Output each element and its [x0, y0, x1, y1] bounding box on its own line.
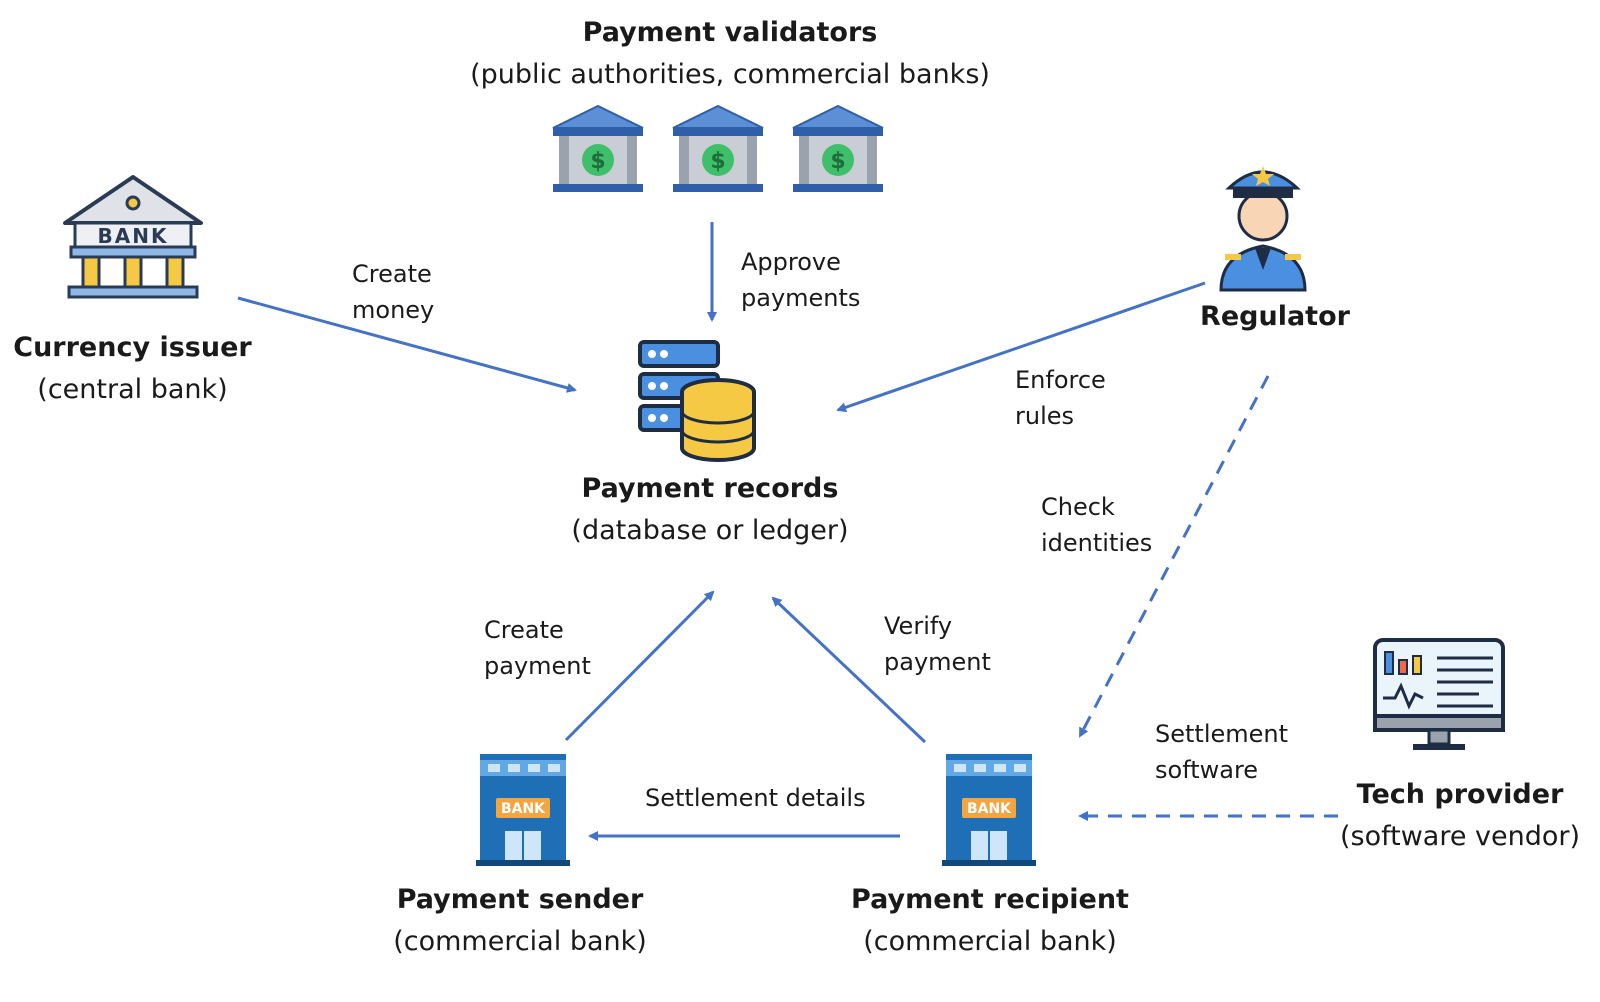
- validator-bank-icon-1: $: [552, 104, 644, 192]
- validators-label: Payment validators (public authorities, …: [430, 12, 1030, 96]
- records-title: Payment records: [581, 473, 839, 504]
- tech-label: Tech provider (software vendor): [1320, 774, 1600, 858]
- sender-title: Payment sender: [396, 884, 644, 915]
- recipient-title: Payment recipient: [851, 884, 1129, 915]
- svg-text:$: $: [590, 149, 605, 174]
- arrow-verify-payment: [771, 596, 927, 744]
- sender-bank-branch-icon: BANK: [476, 754, 570, 866]
- arrow-enforce-rules: [836, 281, 1206, 413]
- recipient-bank-branch-icon: BANK: [942, 754, 1036, 866]
- label-verify-payment: Verify payment: [884, 612, 991, 676]
- validator-bank-icon-3: $: [792, 104, 884, 192]
- arrow-create-money: [237, 296, 577, 393]
- sender-label: Payment sender (commercial bank): [370, 879, 670, 963]
- bank-building-icon: BANK: [63, 175, 203, 299]
- label-enforce-rules: Enforce rules: [1015, 366, 1113, 430]
- svg-text:BANK: BANK: [501, 801, 546, 817]
- label-settlement-software: Settlement software: [1155, 720, 1296, 784]
- arrow-create-payment: [564, 590, 715, 742]
- sender-subtitle: (commercial bank): [393, 926, 647, 957]
- tech-title: Tech provider: [1356, 779, 1564, 810]
- svg-text:BANK: BANK: [98, 224, 169, 248]
- label-create-money: Create money: [352, 260, 439, 324]
- issuer-label: Currency issuer (central bank): [0, 327, 265, 411]
- tech-subtitle: (software vendor): [1339, 821, 1581, 852]
- monitor-dashboard-icon: [1373, 638, 1505, 750]
- svg-text:$: $: [830, 149, 845, 174]
- validator-bank-icon-2: $: [672, 104, 764, 192]
- records-label: Payment records (database or ledger): [560, 468, 860, 552]
- svg-text:BANK: BANK: [967, 801, 1012, 817]
- regulator-label: Regulator: [1180, 296, 1370, 338]
- validators-subtitle: (public authorities, commercial banks): [470, 59, 990, 90]
- issuer-title: Currency issuer: [13, 332, 252, 363]
- regulator-title: Regulator: [1200, 301, 1350, 332]
- label-check-identities: Check identities: [1041, 493, 1152, 557]
- records-subtitle: (database or ledger): [571, 515, 849, 546]
- recipient-subtitle: (commercial bank): [863, 926, 1117, 957]
- svg-text:$: $: [710, 149, 725, 174]
- issuer-subtitle: (central bank): [37, 374, 228, 405]
- label-create-payment: Create payment: [484, 616, 591, 680]
- recipient-label: Payment recipient (commercial bank): [830, 879, 1150, 963]
- database-server-icon: [638, 340, 756, 462]
- police-officer-icon: [1219, 166, 1307, 292]
- validators-title: Payment validators: [582, 17, 878, 48]
- arrow-check-identities: [1078, 375, 1270, 738]
- label-approve-payments: Approve payments: [741, 248, 860, 312]
- label-settlement-details: Settlement details: [645, 784, 866, 812]
